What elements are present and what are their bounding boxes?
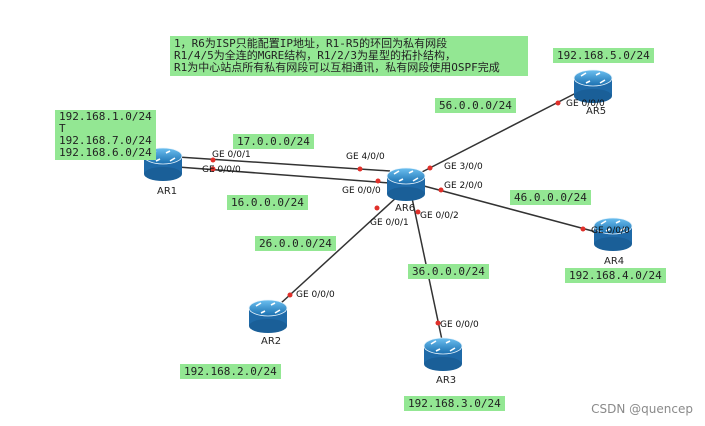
ar1-lan-block: 192.168.1.0/24 T 192.168.7.0/24 192.168.… bbox=[55, 110, 156, 160]
router-ar6-icon[interactable] bbox=[386, 167, 426, 202]
net-46-label: 46.0.0.0/24 bbox=[510, 190, 591, 205]
ar6-port-g300: GE 3/0/0 bbox=[444, 162, 483, 172]
ar1-lan-7: 192.168.7.0/24 bbox=[59, 134, 152, 147]
link-ar6-ar5 bbox=[421, 91, 579, 173]
ar6-name: AR6 bbox=[395, 203, 416, 214]
ar1-lan-1: 192.168.1.0/24 bbox=[59, 110, 152, 123]
ar3-port-g000: GE 0/0/0 bbox=[440, 320, 479, 330]
ar6-port-g200: GE 2/0/0 bbox=[444, 181, 483, 191]
net-17-label: 17.0.0.0/24 bbox=[233, 134, 314, 149]
watermark: CSDN @quencep bbox=[591, 402, 693, 416]
ar3-name: AR3 bbox=[436, 375, 457, 386]
ar1-lan-t: T bbox=[59, 122, 66, 135]
ar1-port-g000: GE 0/0/0 bbox=[202, 165, 241, 175]
net-26-label: 26.0.0.0/24 bbox=[255, 236, 336, 251]
ar1-name: AR1 bbox=[157, 186, 178, 197]
ar1-port-g001: GE 0/0/1 bbox=[212, 150, 251, 160]
net-56-label: 56.0.0.0/24 bbox=[435, 98, 516, 113]
ar6-port-g002: GE 0/0/2 bbox=[420, 211, 459, 221]
ar1-lan-6: 192.168.6.0/24 bbox=[59, 146, 152, 159]
port-endpoints bbox=[210, 100, 586, 326]
ar4-name: AR4 bbox=[604, 256, 625, 267]
requirements-note: 1，R6为ISP只能配置IP地址，R1-R5的环回为私有网段 R1/4/5为全连… bbox=[170, 36, 528, 76]
link-ar6-ar2 bbox=[279, 195, 399, 305]
ar5-port-g000: GE 0/0/0 bbox=[566, 99, 605, 109]
ar5-name: AR5 bbox=[586, 106, 607, 117]
ar4-lan-label: 192.168.4.0/24 bbox=[565, 268, 666, 283]
ar5-lan-label: 192.168.5.0/24 bbox=[553, 48, 654, 63]
ar2-name: AR2 bbox=[261, 336, 282, 347]
note-line: 1，R6为ISP只能配置IP地址，R1-R5的环回为私有网段 bbox=[174, 37, 448, 50]
net-16-label: 16.0.0.0/24 bbox=[227, 195, 308, 210]
ar6-port-g001: GE 0/0/1 bbox=[370, 218, 409, 228]
ar3-lan-label: 192.168.3.0/24 bbox=[404, 396, 505, 411]
router-ar3-icon[interactable] bbox=[423, 337, 463, 372]
router-ar2-icon[interactable] bbox=[248, 299, 288, 334]
link-ar6-ar4 bbox=[423, 185, 601, 234]
ar6-port-g400: GE 4/0/0 bbox=[346, 152, 385, 162]
ar2-port-g000: GE 0/0/0 bbox=[296, 290, 335, 300]
note-line: R1/4/5为全连的MGRE结构，R1/2/3为星型的拓扑结构， bbox=[174, 49, 456, 62]
note-line: R1为中心站点所有私有网段可以互相通讯，私有网段使用OSPF完成 bbox=[174, 61, 500, 74]
ar2-lan-label: 192.168.2.0/24 bbox=[180, 364, 281, 379]
ar4-port-g000: GE 0/0/0 bbox=[591, 226, 630, 236]
net-36-label: 36.0.0.0/24 bbox=[408, 264, 489, 279]
ar6-port-g000: GE 0/0/0 bbox=[342, 186, 381, 196]
